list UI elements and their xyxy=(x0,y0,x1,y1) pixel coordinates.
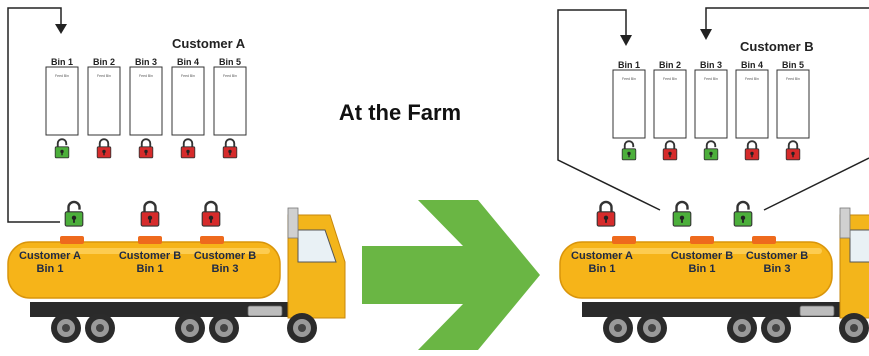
left-wheel-5 xyxy=(287,313,317,343)
left-bin-label-1: Bin 1 xyxy=(51,57,73,67)
right-bin-lock-5 xyxy=(786,141,800,160)
right-bin-label-4: Bin 4 xyxy=(741,60,763,70)
left-bin-label-5: Bin 5 xyxy=(219,57,241,67)
left-compartment-name-2: Customer B xyxy=(119,250,181,262)
right-hatch-3 xyxy=(752,236,776,244)
right-bin-lock-1 xyxy=(622,141,636,160)
right-cab-window xyxy=(850,230,869,262)
left-truck-locks xyxy=(65,202,220,226)
left-hatch-3 xyxy=(200,236,224,244)
right-bin-label-2: Bin 2 xyxy=(659,60,681,70)
left-truck-lock-2 xyxy=(141,202,159,226)
right-wheel-4 xyxy=(761,313,791,343)
right-truck-locks xyxy=(597,202,752,226)
right-wheel-5 xyxy=(839,313,869,343)
right-bin-sublabel-1: Feed Bin xyxy=(622,77,636,81)
left-customer-title: Customer A xyxy=(172,36,246,51)
left-wheel-3 xyxy=(175,313,205,343)
right-wheel-1 xyxy=(603,313,633,343)
right-compartment-bin-1: Bin 1 xyxy=(589,263,616,275)
left-compartment-name-3: Customer B xyxy=(194,250,256,262)
right-truck-lock-3 xyxy=(734,202,752,226)
right-bin-sublabel-4: Feed Bin xyxy=(745,77,759,81)
left-truck-lock-3 xyxy=(202,202,220,226)
right-compartment-name-3: Customer B xyxy=(746,250,808,262)
right-bin-label-3: Bin 3 xyxy=(700,60,722,70)
right-bin-label-1: Bin 1 xyxy=(618,60,640,70)
left-bin-sublabel-3: Feed Bin xyxy=(139,74,153,78)
left-bin-sublabel-5: Feed Bin xyxy=(223,74,237,78)
left-wheel-1 xyxy=(51,313,81,343)
left-bin-lock-5 xyxy=(223,139,237,158)
right-bin-sublabel-5: Feed Bin xyxy=(786,77,800,81)
right-bin-lock-3 xyxy=(704,141,718,160)
left-bin-lock-4 xyxy=(181,139,195,158)
right-bin-sublabel-2: Feed Bin xyxy=(663,77,677,81)
left-compartment-bin-2: Bin 1 xyxy=(137,263,164,275)
left-bins-group: Bin 1 Feed Bin Bin 2 Feed Bin Bin 3 Feed Bin B… xyxy=(46,57,246,158)
right-wheel-2 xyxy=(637,313,667,343)
left-bin-sublabel-1: Feed Bin xyxy=(55,74,69,78)
left-hatch-1 xyxy=(60,236,84,244)
right-bin-lock-2 xyxy=(663,141,677,160)
right-hatch-2 xyxy=(690,236,714,244)
transition-arrow xyxy=(362,200,540,350)
left-wheel-2 xyxy=(85,313,115,343)
left-wheel-4 xyxy=(209,313,239,343)
left-bin-lock-3 xyxy=(139,139,153,158)
right-truck-lock-2 xyxy=(673,202,691,226)
left-compartment-name-1: Customer A xyxy=(19,250,81,262)
left-compartment-bin-3: Bin 3 xyxy=(212,263,239,275)
left-hatch-2 xyxy=(138,236,162,244)
right-truck-lock-1 xyxy=(597,202,615,226)
right-compartment-name-2: Customer B xyxy=(671,250,733,262)
left-compartment-bin-1: Bin 1 xyxy=(37,263,64,275)
right-compartment-bin-2: Bin 1 xyxy=(689,263,716,275)
right-bin-lock-4 xyxy=(745,141,759,160)
left-bin-sublabel-4: Feed Bin xyxy=(181,74,195,78)
right-compartment-bin-3: Bin 3 xyxy=(764,263,791,275)
right-hatch-1 xyxy=(612,236,636,244)
right-wheel-3 xyxy=(727,313,757,343)
right-customer-title: Customer B xyxy=(740,39,814,54)
left-truck-lock-1 xyxy=(65,202,83,226)
right-bins-group: Bin 1 Feed Bin Bin 2 Feed Bin Bin 3 Feed Bin B… xyxy=(613,60,809,160)
left-bin-label-3: Bin 3 xyxy=(135,57,157,67)
right-bin-label-5: Bin 5 xyxy=(782,60,804,70)
left-bin-label-4: Bin 4 xyxy=(177,57,199,67)
left-bin-sublabel-2: Feed Bin xyxy=(97,74,111,78)
right-bin-sublabel-3: Feed Bin xyxy=(704,77,718,81)
left-bin-label-2: Bin 2 xyxy=(93,57,115,67)
left-bin-lock-2 xyxy=(97,139,111,158)
center-title: At the Farm xyxy=(320,100,480,126)
left-bin-lock-1 xyxy=(55,139,69,158)
right-compartment-name-1: Customer A xyxy=(571,250,633,262)
